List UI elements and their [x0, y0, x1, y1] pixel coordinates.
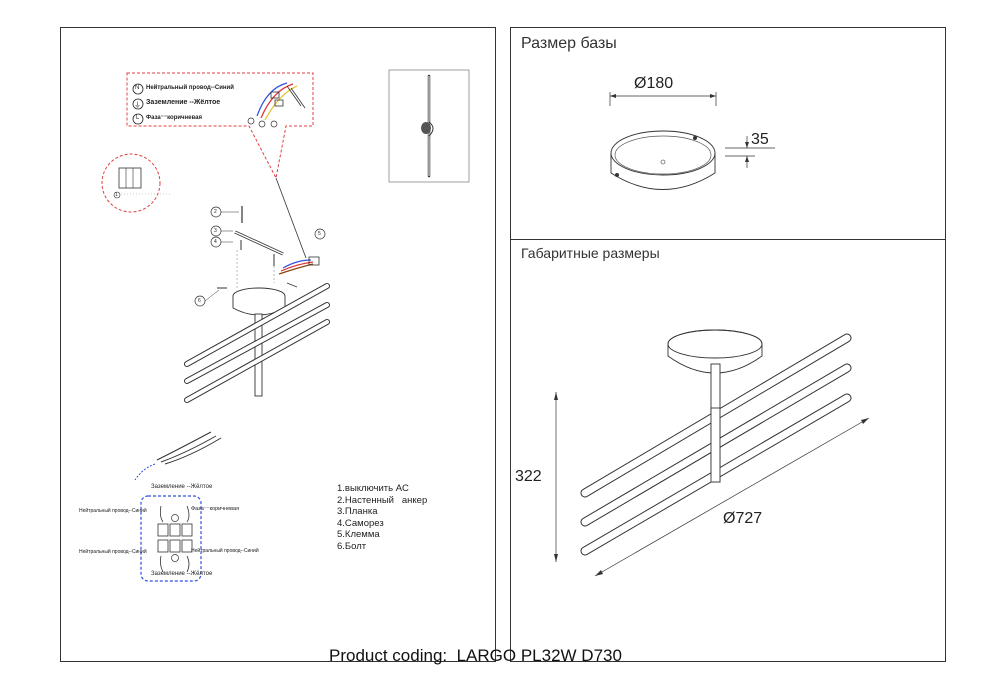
- overall-diameter-label: Ø727: [723, 510, 763, 527]
- base-height-label: 35: [751, 131, 769, 148]
- installation-panel: Нейтральный провод--Синий Заземление --Ж…: [60, 27, 496, 662]
- overall-height-label: 322: [515, 468, 542, 485]
- terminal-block-diagram: [134, 431, 222, 582]
- base-diameter-label: Ø180: [634, 75, 674, 92]
- wiring-callout: [126, 72, 314, 180]
- part-number-6: 6: [198, 298, 201, 304]
- part-number-3: 3: [214, 228, 217, 234]
- tb-neutral-left: Нейтральный провод--Синий: [79, 508, 147, 514]
- phase-symbol: L: [136, 115, 140, 121]
- parts-list-item: 3.Планка: [337, 506, 378, 517]
- tb-neutral-right: Нейтральный провод--Синий: [191, 548, 259, 554]
- base-drawing: [609, 92, 775, 190]
- part-number-5: 5: [318, 231, 321, 237]
- terminal-detail-circle: [101, 153, 171, 213]
- parts-list-item: 2.Настенный анкер: [337, 494, 428, 506]
- tb-phase-right: Фаза⁻⁻коричневая: [191, 506, 240, 512]
- installation-drawing: [101, 69, 470, 582]
- overall-size-panel: Габаритные размеры 322 Ø727: [510, 239, 946, 662]
- neutral-wire-label: Нейтральный провод--Синий: [146, 85, 234, 91]
- phase-wire-label: Фаза⁻⁻коричневая: [146, 115, 202, 121]
- side-view-inset: [388, 69, 470, 183]
- ground-symbol-icon: ⏚: [134, 102, 141, 109]
- tb-neutral-left2: Нейтральный провод--Синий: [79, 549, 147, 555]
- product-coding: Product coding: LARGO PL32W D730: [329, 646, 622, 665]
- tb-ground-top: Заземление --Жёлтое: [151, 484, 213, 490]
- tb-ground-bottom: Заземление --Жёлтое: [151, 571, 213, 577]
- overall-drawing: [554, 329, 870, 577]
- part-number-1: 1: [115, 192, 118, 198]
- parts-list-item: 6.Болт: [337, 540, 367, 552]
- parts-list-item: 4.Саморез: [337, 517, 384, 529]
- part-number-4: 4: [214, 239, 217, 245]
- base-size-title: Размер базы: [521, 35, 617, 52]
- part-number-2: 2: [214, 209, 217, 215]
- parts-list-item: 5.Клемма: [337, 529, 380, 540]
- fixture-drawing: [184, 283, 330, 403]
- parts-list: 1.выключить AC 2.Настенный анкер 3.Планк…: [337, 483, 427, 552]
- neutral-symbol: N: [135, 85, 140, 91]
- base-size-panel: Размер базы Ø180 35: [510, 27, 946, 240]
- ground-wire-label: Заземление --Жёлтое: [146, 99, 221, 106]
- overall-size-title: Габаритные размеры: [521, 245, 660, 261]
- parts-list-item: 1.выключить AC: [337, 483, 409, 494]
- mounting-parts: [194, 206, 326, 307]
